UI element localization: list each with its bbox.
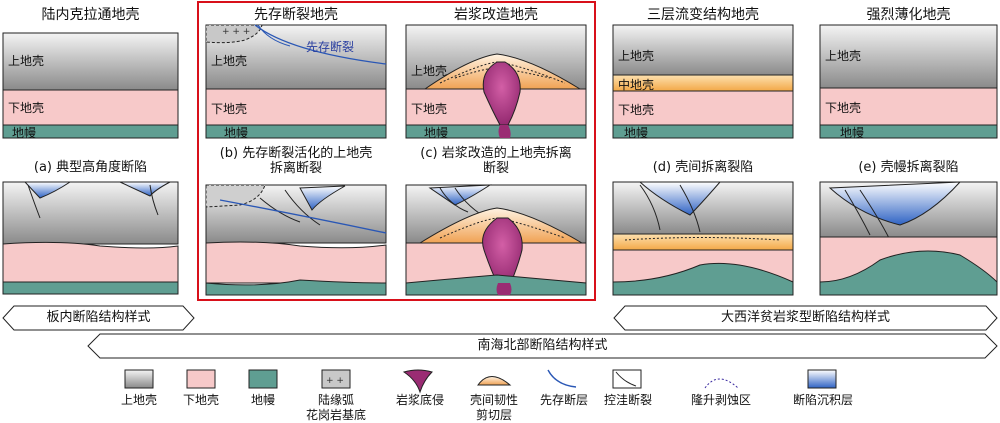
subtitle-b: (b) 先存断裂活化的上地壳拆离断裂 [219,146,373,176]
scs-bar-shape [87,333,998,359]
bar-atlantic: 大西洋贫岩浆型断陷结构样式 [720,310,890,325]
panel-e [819,181,998,296]
panel-b [205,184,387,296]
title-preexisting-fault-crust: 先存断裂地壳 [254,7,338,23]
panel-three-layer-top [612,24,794,139]
subtitle-a: (a) 典型高角度断陷 [33,160,148,175]
legend-swatches: + + [124,369,837,394]
label-lower-crust: 下地壳 [211,102,248,116]
label-upper-crust: 上地壳 [618,49,655,63]
highlight-box [197,1,596,301]
svg-text:+ + +: + + + [222,27,250,37]
label-preexisting-fault: 先存断裂 [306,40,355,54]
legend-uplift-erosion: 隆升剥蚀区 [690,393,751,407]
intraplate-bar-shape [2,305,195,331]
label-mantle: 地幔 [840,126,865,140]
label-mantle: 地幔 [224,126,249,140]
label-mantle: 地幔 [12,126,37,140]
legend-upper-crust: 上地壳 [120,393,157,407]
label-lower-crust: 下地壳 [618,103,655,117]
svg-text:+ +: + + [326,376,344,386]
subtitle-c: (c) 岩浆改造的上地壳拆离断裂 [420,146,572,176]
legend-ductile-shear: 壳间韧性 剪切层 [469,393,518,422]
bar-scs: 南海北部断陷结构样式 [477,338,608,353]
title-thinned-crust: 强烈薄化地壳 [866,7,951,23]
label-lower-crust: 下地壳 [8,101,45,115]
label-upper-crust: 上地壳 [8,54,45,68]
label-mantle: 地幔 [624,126,649,140]
title-magmatic-crust: 岩浆改造地壳 [454,7,538,23]
label-middle-crust: 中地壳 [618,78,655,92]
atlantic-bar-shape [613,305,998,331]
label-lower-crust: 下地壳 [825,101,862,115]
title-three-layer-crust: 三层流变结构地壳 [647,7,759,23]
panel-thinned-top [819,24,998,139]
legend-lower-crust: 下地壳 [182,393,219,407]
legend-magma-underplating: 岩浆底侵 [395,393,444,407]
panel-c [405,184,587,296]
legend-preexisting-fault: 先存断层 [539,393,588,407]
label-lower-crust: 下地壳 [411,102,448,116]
legend-depression-fault: 控洼断裂 [603,393,652,407]
title-craton-crust: 陆内克拉通地壳 [41,7,140,23]
label-mantle: 地幔 [424,126,449,140]
legend-granite-basement: 陆缘弧 花岗岩基底 [306,393,367,422]
panel-magmatic-top [405,24,587,139]
bar-intraplate: 板内断陷结构样式 [46,310,151,325]
panel-a [2,181,179,295]
panel-preexisting-top: + + + [205,24,387,139]
subtitle-d: (d) 壳间拆离裂陷 [652,160,754,175]
label-upper-crust: 上地壳 [411,64,448,78]
label-upper-crust: 上地壳 [825,49,862,63]
label-upper-crust: 上地壳 [211,54,248,68]
panel-craton-top [2,32,179,139]
panel-d [612,181,794,296]
legend-rift-sediment: 断陷沉积层 [792,393,853,407]
subtitle-e: (e) 壳幔拆离裂陷 [858,160,959,175]
legend-mantle: 地幔 [250,393,275,407]
